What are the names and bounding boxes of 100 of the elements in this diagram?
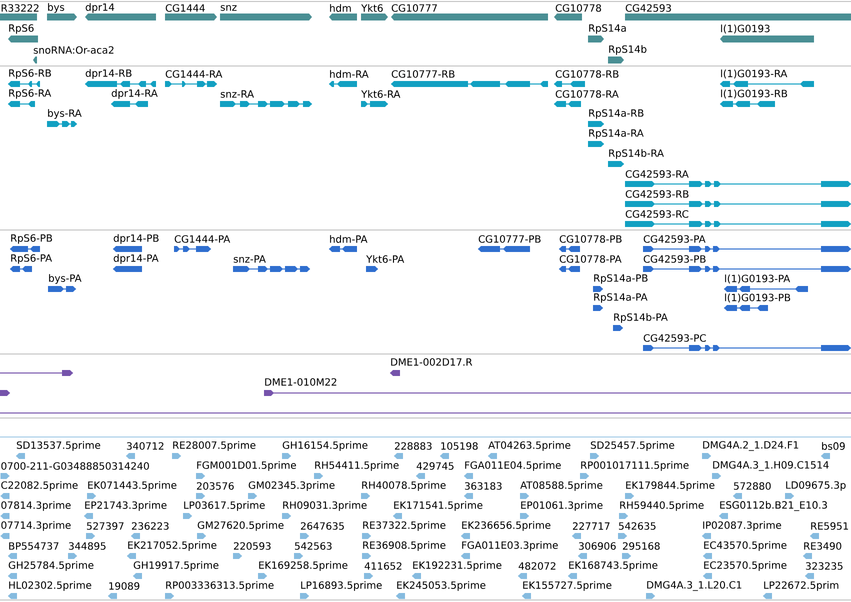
track-label: RpS14a-RA xyxy=(589,129,644,139)
track-label: RpS6-PB xyxy=(11,234,52,244)
track-label: hdm-PA xyxy=(330,235,368,243)
track-label: DMG4A.2_1.D24.F1 xyxy=(703,441,798,451)
track-label: RpS14b-RA xyxy=(609,149,664,159)
track-label: GM27620.5prime xyxy=(198,521,284,531)
track-label: RH54411.5prime xyxy=(315,461,399,471)
track-label: l(1)G0193-RA xyxy=(721,70,788,78)
track-label: 227717 xyxy=(572,522,610,530)
track-label: EK155727.5prime xyxy=(523,581,612,591)
track-label: RH59440.5prime xyxy=(620,501,704,511)
track-label: 542635 xyxy=(618,522,656,530)
track-label: bys xyxy=(48,3,64,13)
track-label: Ykt6 xyxy=(361,4,383,12)
track-label: EK192231.5prime xyxy=(413,561,502,571)
track-label: 203576 xyxy=(196,482,234,490)
track-label: l(1)G0193-RB xyxy=(721,90,788,98)
track-label: HL02302.5prime xyxy=(9,581,92,591)
track-label: 572880 xyxy=(734,482,771,490)
track-label: snz xyxy=(220,5,237,11)
track-label: CG42593-RC xyxy=(626,210,688,218)
track-label: l(1)G0193 xyxy=(721,24,770,34)
track-label: CG10778-RA xyxy=(556,90,619,98)
track-label: hdm-RA xyxy=(330,70,369,78)
track-label: snz-RA xyxy=(220,90,254,98)
track-label: CG10777-PB xyxy=(478,235,541,243)
track-label: Ykt6-PA xyxy=(366,255,404,263)
track-label: RpS6 xyxy=(9,24,34,34)
track-label: 411652 xyxy=(364,562,402,570)
track-label: CG10778-PA xyxy=(560,255,622,263)
track-label: EK169258.5prime xyxy=(259,561,348,571)
track-label: EK245053.5prime xyxy=(397,581,486,591)
track-label: CG42593-PC xyxy=(644,334,706,342)
track-label: CG42593-PA xyxy=(644,235,706,243)
track-label: 2647635 xyxy=(300,522,344,530)
track-label: EP21743.3prime xyxy=(85,501,166,511)
track-label: dpr14-RA xyxy=(112,89,158,99)
track-label: GH16154.5prime xyxy=(282,441,368,451)
track-label: EK217052.5prime xyxy=(128,541,216,551)
track-label: l(1)G0193-PA xyxy=(725,274,790,284)
track-label: RpS14a xyxy=(589,24,626,34)
track-label: RpS14b xyxy=(609,45,646,55)
track-label: DMG4A.3_1.L20.C1 xyxy=(647,581,742,591)
track-label: 344895 xyxy=(68,542,106,550)
track-label: R33222 xyxy=(2,4,38,12)
track-label: RP003336313.5prime xyxy=(166,581,274,591)
track-label: EP01061.3prime xyxy=(521,501,602,511)
track-label: l(1)G0193-PB xyxy=(725,294,790,302)
track-label: 295168 xyxy=(622,542,660,550)
track-label: CG42593-RA xyxy=(626,170,689,178)
track-label: LP16893.5prime xyxy=(301,581,382,591)
track-label: IP02087.3prime xyxy=(703,521,782,531)
track-label: RpS6-RB xyxy=(9,69,51,79)
track-label: RH09031.3prime xyxy=(283,501,367,511)
track-label: EK071443.5prime xyxy=(88,481,176,491)
track-label: CG42593-PB xyxy=(644,255,706,263)
track-label: CG10778-RB xyxy=(556,70,618,78)
track-label: FGM001D01.5prime xyxy=(197,461,296,471)
track-label: 306906 xyxy=(578,542,616,550)
track-label: 429745 xyxy=(416,462,454,470)
track-label: RE28007.5prime xyxy=(173,441,256,451)
track-label: RpS14a-RB xyxy=(589,109,644,119)
track-label: Ykt6-RA xyxy=(361,90,400,98)
track-label: dpr14 xyxy=(86,3,114,13)
track-label: EC43570.5prime xyxy=(704,541,786,551)
track-label: RpS6-PA xyxy=(11,254,52,264)
track-label: CG1444 xyxy=(166,4,205,12)
track-label: EK171541.5prime xyxy=(394,501,482,511)
track-label: SD13537.5prime xyxy=(16,441,100,451)
track-label: 07814.3prime xyxy=(1,501,71,511)
track-label: EC23570.5prime xyxy=(704,561,786,571)
track-label: hdm xyxy=(330,4,351,12)
track-label: RpS14a-PA xyxy=(594,293,648,303)
track-label: 363183 xyxy=(464,482,502,490)
track-label: LP03617.5prime xyxy=(184,501,265,511)
track-label: DME1-010M22 xyxy=(265,378,336,386)
track-label: AT04263.5prime xyxy=(488,441,570,451)
track-label: RE3490 xyxy=(804,542,842,550)
track-label: snoRNA:Or-aca2 xyxy=(34,46,114,54)
track-label: RE5951 xyxy=(811,522,848,530)
track-label: FGA011E04.5prime xyxy=(465,461,561,471)
track-label: FGA011E03.3prime xyxy=(462,541,558,551)
track-label: CG42593-RB xyxy=(626,190,688,198)
track-label: SD25457.5prime xyxy=(590,441,674,451)
track-label: EK168743.5prime xyxy=(569,561,658,571)
track-label: 542563 xyxy=(294,542,332,550)
track-label: CG1444-RA xyxy=(166,70,222,78)
track-label: DME1-002D17.R xyxy=(391,358,472,366)
track-label: RH40078.5prime xyxy=(362,481,446,491)
track-label: 482072 xyxy=(518,562,556,570)
track-label: 527397 xyxy=(86,522,124,530)
track-label: EK179844.5prime xyxy=(626,481,714,491)
track-label: BP554737 xyxy=(9,542,58,550)
track-label: bys-PA xyxy=(49,274,82,284)
track-label: snz-PA xyxy=(234,255,266,263)
track-label: LD09675.3p xyxy=(786,481,846,491)
track-label: DMG4A.3_1.H09.C1514 xyxy=(713,461,829,471)
track-label: RE37322.5prime xyxy=(363,521,446,531)
track-label: dpr14-PB xyxy=(114,234,159,244)
track-label: CG42593 xyxy=(626,4,671,12)
